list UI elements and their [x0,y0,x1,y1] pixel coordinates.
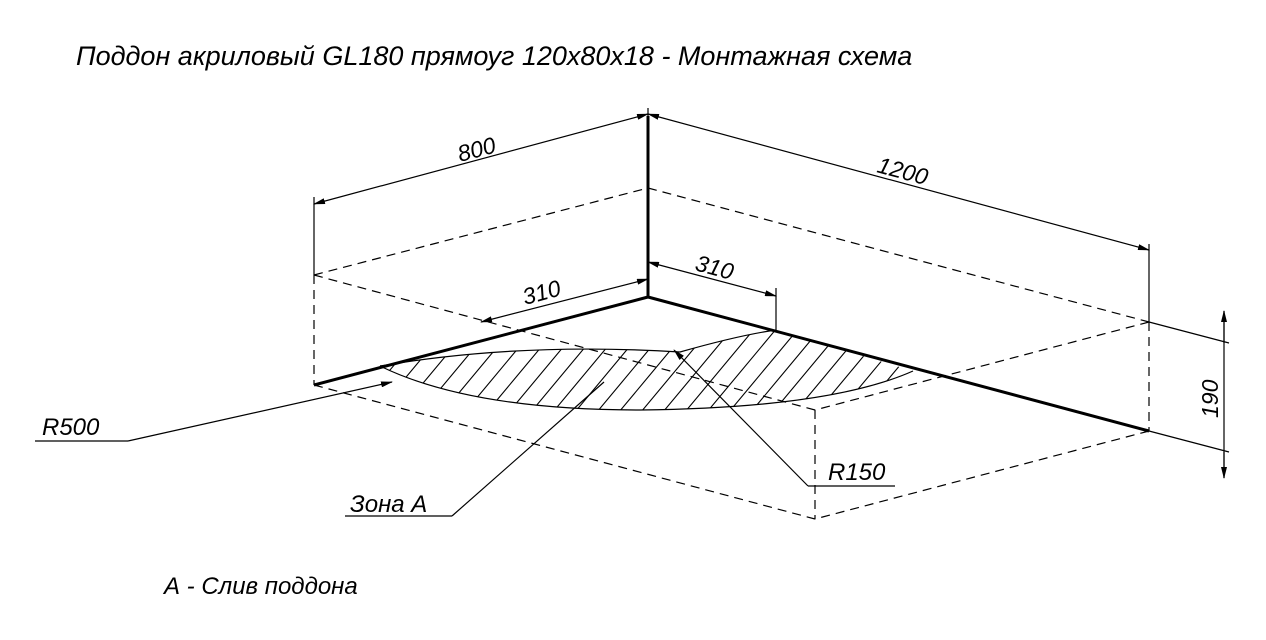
callout-r500: R500 [35,381,393,442]
dimension-1200: 1200 [647,113,1150,322]
callout-zone-a-label: Зона А [350,491,427,518]
drain-zone-hatch [379,329,914,411]
dimension-190: 190 [1148,310,1230,479]
diagram-title: Поддон акриловый GL180 прямоуг 120х80х18… [76,41,912,71]
callout-r150: R150 [673,349,895,487]
legend-drain: А - Слив поддона [162,573,358,600]
callout-r500-label: R500 [42,414,100,441]
dimension-800: 800 [313,108,649,275]
dimension-310-left-label: 310 [520,275,564,310]
dimension-800-label: 800 [455,132,499,167]
dimension-190-label: 190 [1197,379,1223,418]
dimension-310-right-label: 310 [693,250,737,285]
callout-r150-label: R150 [828,459,886,486]
callout-zone-a: Зона А [345,381,605,518]
dimension-1200-label: 1200 [875,152,931,190]
dimension-310-left: 310 [480,275,649,323]
dimension-310-right: 310 [647,250,777,330]
